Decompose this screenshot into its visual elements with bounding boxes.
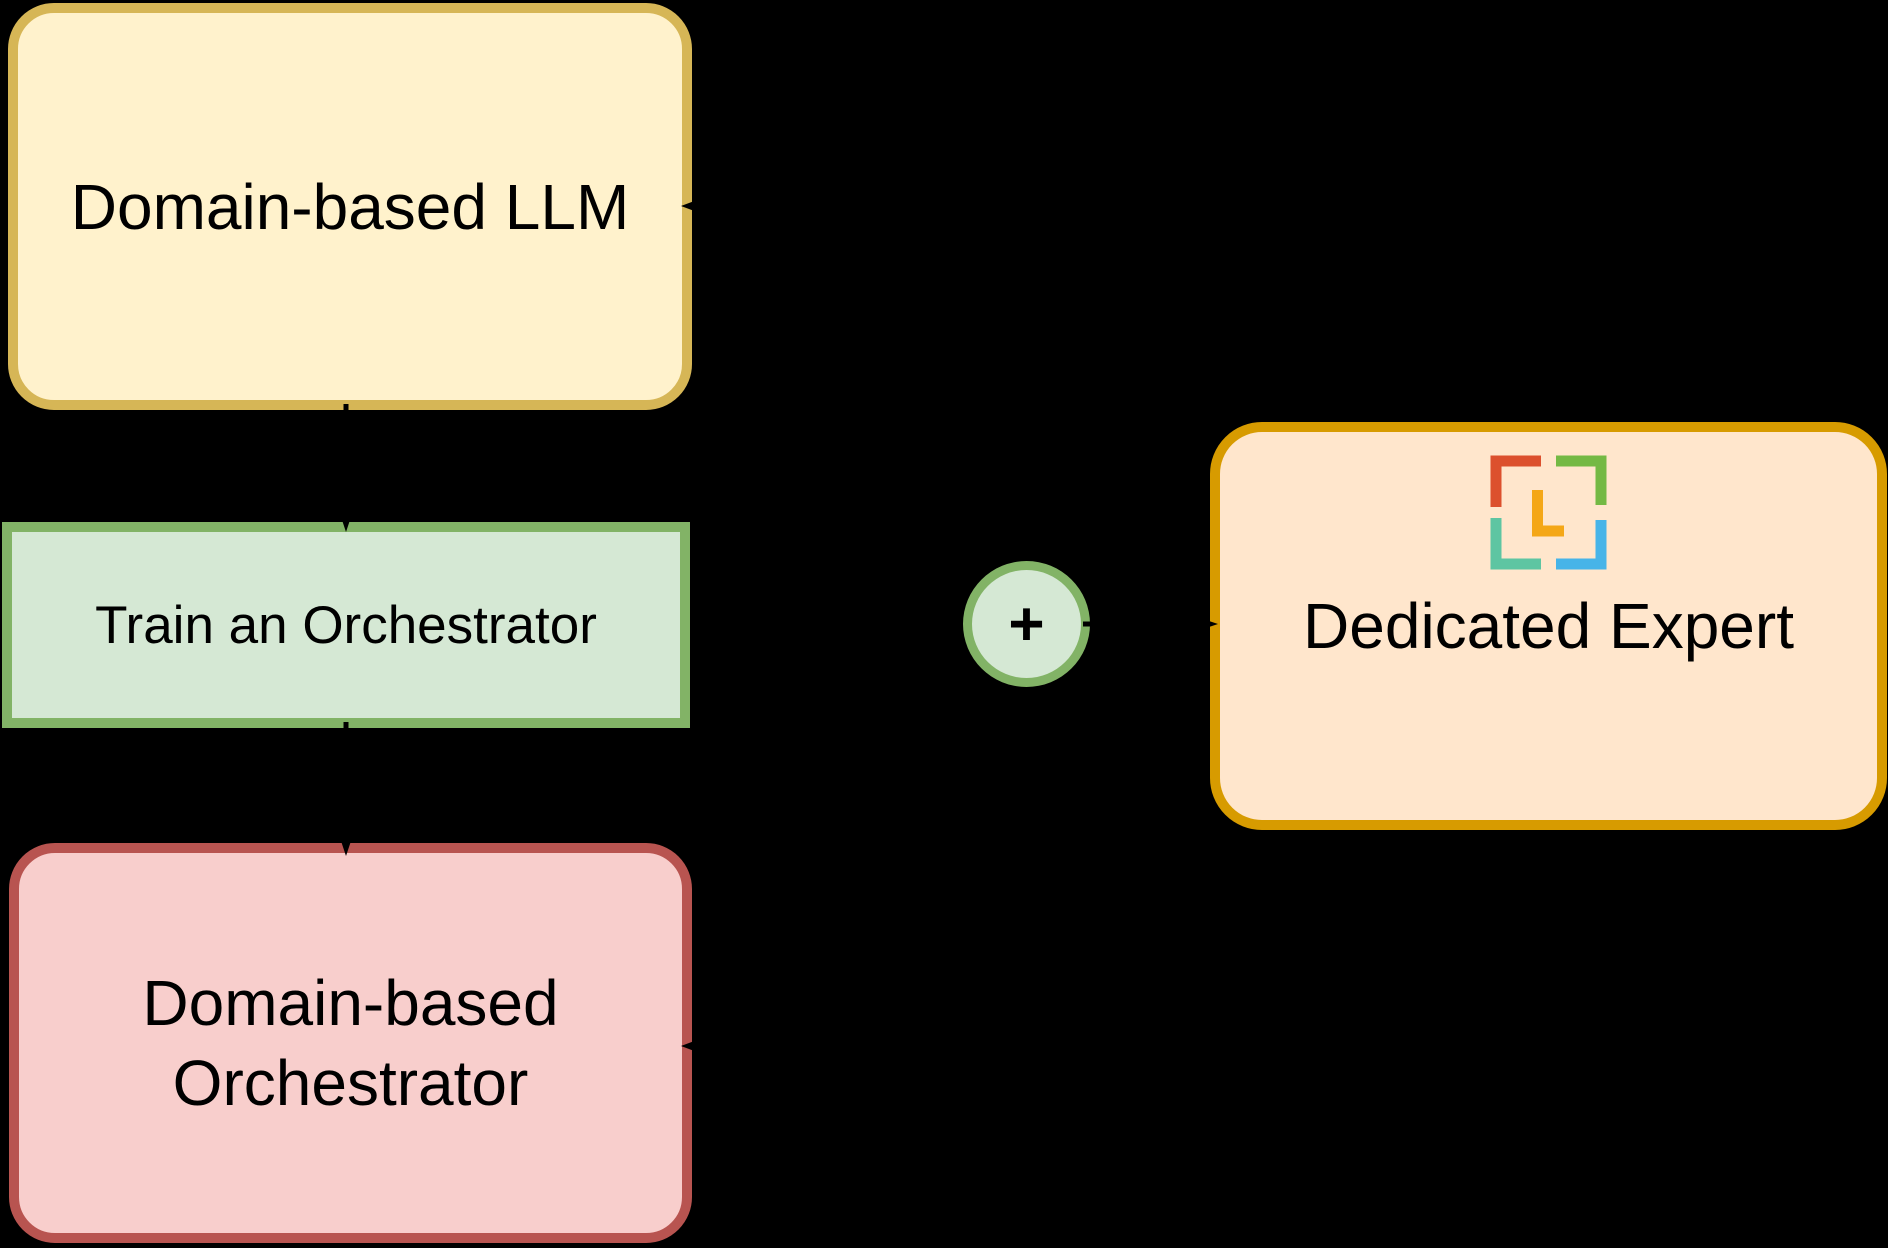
- arrow-train-to-plus: [696, 616, 959, 632]
- arrow-feedback-to-llm: [681, 197, 900, 215]
- arrow-llm-to-train: [338, 404, 354, 532]
- arrow-head: [936, 616, 959, 632]
- node-domain-based-orchestrator: Domain-based Orchestrator: [9, 843, 692, 1243]
- node-plus-junction: +: [963, 561, 1090, 687]
- label-line-2: Orchestrator: [172, 1047, 529, 1119]
- icon-bracket-bottom-left: [1490, 518, 1541, 570]
- arrow-train-to-orchestrator: [338, 722, 354, 856]
- arrow-plus-to-expert: [1083, 616, 1218, 632]
- icon-bracket-top-right: [1556, 455, 1607, 505]
- node-dedicated-expert: Dedicated Expert: [1210, 422, 1887, 830]
- arrow-feedback-to-orchestrator: [681, 1037, 900, 1055]
- node-domain-based-orchestrator-label: Domain-based Orchestrator: [142, 963, 558, 1123]
- node-train-an-orchestrator: Train an Orchestrator: [2, 522, 690, 728]
- node-train-an-orchestrator-label: Train an Orchestrator: [95, 595, 597, 655]
- plus-sign: +: [1008, 589, 1045, 659]
- label-line-1: Domain-based: [142, 967, 559, 1039]
- node-domain-based-llm-label: Domain-based LLM: [70, 170, 630, 243]
- framed-l-logo-icon: [1490, 455, 1607, 570]
- node-dedicated-expert-label: Dedicated Expert: [1303, 590, 1794, 662]
- icon-bracket-top-left: [1490, 455, 1541, 507]
- icon-bracket-bottom-right: [1556, 520, 1607, 570]
- node-domain-based-llm: Domain-based LLM: [8, 3, 692, 410]
- icon-letter-l: [1532, 490, 1564, 537]
